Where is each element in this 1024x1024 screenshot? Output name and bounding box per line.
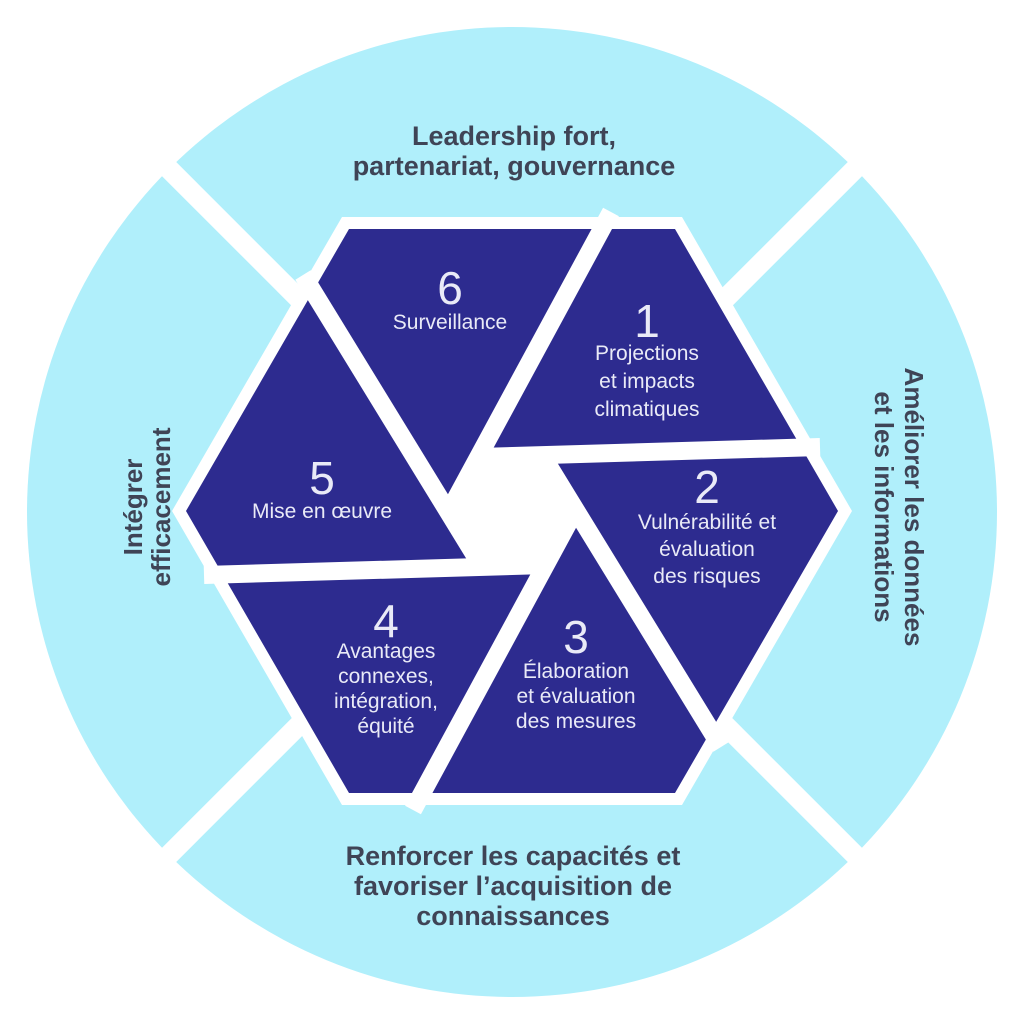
segment-2-label-line: des risques [653, 565, 760, 588]
ring-label-bottom: Renforcer les capacités et favoriser l’a… [346, 841, 681, 931]
segment-3-number: 3 [563, 611, 589, 663]
segment-3-label-line: des mesures [516, 710, 636, 733]
ring-divider-top-right-icon [716, 154, 870, 308]
segment-2: 2 Vulnérabilité et évaluation des risque… [638, 461, 776, 588]
segment-6-number: 6 [437, 262, 463, 314]
segment-labels: 1 Projections et impacts climatiques 2 V… [252, 262, 776, 738]
segment-5-number: 5 [309, 452, 335, 504]
segment-1-number: 1 [634, 295, 660, 347]
segment-6-label-line: Surveillance [393, 311, 507, 334]
ring-divider-top-left-icon [154, 154, 308, 308]
segment-6: 6 Surveillance [393, 262, 507, 334]
ring-label-right-line: Améliorer les données [899, 368, 929, 647]
ring-label-left-line: Intégrer [118, 459, 148, 556]
segment-3: 3 Élaboration et évaluation des mesures [516, 611, 636, 733]
ring-label-right-line: et les informations [869, 391, 899, 622]
ring-label-top: Leadership fort, partenariat, gouvernanc… [353, 121, 676, 181]
segment-4-label-line: équité [357, 715, 414, 738]
segment-4-label-line: intégration, [334, 690, 438, 713]
segment-3-label-line: Élaboration [523, 660, 629, 683]
segment-3-label-line: et évaluation [516, 685, 635, 708]
segment-1-label-line: Projections [595, 342, 699, 365]
ring-divider-bottom-right-icon [716, 716, 870, 870]
segment-4-number: 4 [373, 595, 399, 647]
ring-label-bottom-line: Renforcer les capacités et [346, 841, 681, 871]
ring-dividers [154, 154, 870, 870]
segment-2-label-line: Vulnérabilité et [638, 511, 776, 534]
segment-1-label-line: climatiques [594, 398, 699, 421]
ring-label-left: Intégrer efficacement [118, 427, 176, 586]
segment-5-label-line: Mise en œuvre [252, 500, 392, 523]
ring-label-top-line: partenariat, gouvernance [353, 151, 676, 181]
ring-label-left-line: efficacement [146, 427, 176, 586]
ring-label-bottom-line: connaissances [416, 901, 610, 931]
segment-4-label-line: Avantages [337, 640, 436, 663]
ring-label-bottom-line: favoriser l’acquisition de [354, 871, 672, 901]
segment-4: 4 Avantages connexes, intégration, équit… [334, 595, 438, 738]
segment-2-number: 2 [694, 461, 720, 513]
ring-label-top-line: Leadership fort, [412, 121, 616, 151]
segment-2-label-line: évaluation [659, 538, 755, 561]
ring-divider-bottom-left-icon [154, 716, 308, 870]
segment-4-label-line: connexes, [338, 665, 434, 688]
segment-1-label-line: et impacts [599, 370, 695, 393]
center-hole [448, 455, 576, 567]
segment-5: 5 Mise en œuvre [252, 452, 392, 523]
segment-1: 1 Projections et impacts climatiques [594, 295, 699, 421]
ring-labels: Leadership fort, partenariat, gouvernanc… [118, 121, 929, 931]
ring-label-right: Améliorer les données et les information… [869, 368, 929, 647]
